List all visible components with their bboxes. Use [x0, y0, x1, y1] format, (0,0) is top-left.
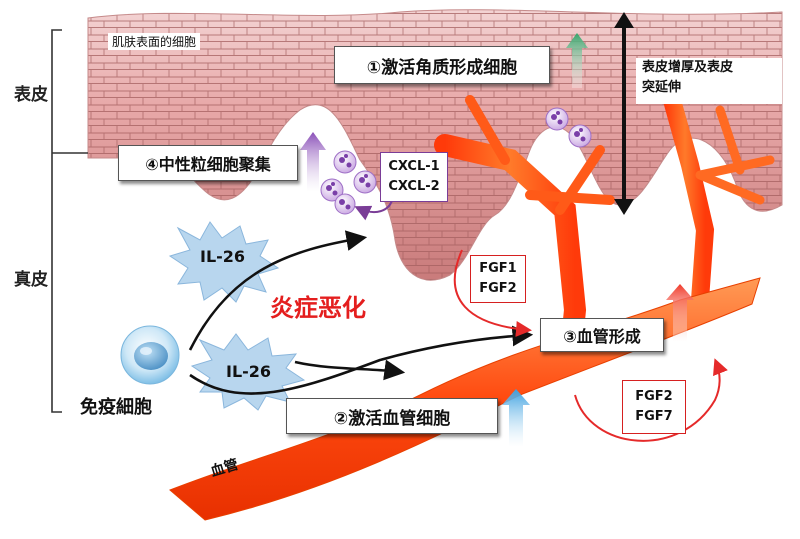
step4-label: ④中性粒细胞聚集	[145, 155, 271, 174]
step3-label: ③血管形成	[563, 327, 641, 346]
thickness-arrow	[614, 12, 634, 215]
il26-lower-label: IL-26	[226, 362, 272, 381]
epidermal-note-line1: 表皮增厚及表皮	[642, 60, 734, 75]
green-up-arrow	[566, 33, 588, 88]
il26-upper-label: IL-26	[200, 247, 246, 266]
neutrophil-cluster-right	[545, 107, 592, 148]
layer-bracket	[51, 29, 88, 413]
fgf-lower-box: FGF2 FGF7	[622, 380, 686, 434]
epidermal-note-line2: 突延伸	[642, 80, 682, 95]
red-up-arrow	[666, 284, 694, 342]
cxcl-box: CXCL-1 CXCL-2	[380, 152, 448, 202]
fgf1-label: FGF1	[479, 261, 517, 276]
fgf2-lower-label: FGF2	[635, 389, 673, 404]
fgf-upper-box: FGF1 FGF2	[470, 255, 526, 303]
neutrophil-cluster-left	[320, 150, 377, 215]
purple-up-arrow	[300, 132, 326, 192]
skin-surface-label: 肌肤表面的细胞	[108, 33, 201, 50]
cxcl1-label: CXCL-1	[388, 159, 440, 174]
fgf2-label: FGF2	[479, 281, 517, 296]
il26-upper-burst	[168, 221, 280, 303]
step2-box: ②激活血管细胞	[286, 398, 498, 434]
cxcl2-label: CXCL-2	[388, 179, 440, 194]
immune-cell	[120, 325, 180, 385]
epidermis-label: 表皮	[14, 85, 48, 105]
inflammation-label: 炎症恶化	[270, 294, 366, 322]
step3-box: ③血管形成	[540, 318, 664, 352]
step2-label: ②激活血管细胞	[333, 408, 451, 429]
blue-up-arrow	[502, 389, 530, 447]
step1-box: ①激活角质形成细胞	[334, 46, 550, 84]
step1-label: ①激活角质形成细胞	[366, 57, 518, 78]
arrow-to-vascular	[294, 359, 406, 381]
arrow-to-angiogenesis	[189, 325, 534, 395]
epidermal-note: 表皮增厚及表皮 突延伸	[636, 58, 782, 104]
dermis-label: 真皮	[14, 270, 48, 290]
immune-cell-label: 免疫細胞	[80, 397, 152, 418]
fgf-lower-arrow	[574, 358, 728, 442]
arrow-to-keratinocytes	[188, 230, 368, 351]
fgf7-label: FGF7	[635, 409, 673, 424]
step4-box: ④中性粒细胞聚集	[118, 145, 298, 181]
fgf-upper-arrow	[453, 249, 532, 337]
